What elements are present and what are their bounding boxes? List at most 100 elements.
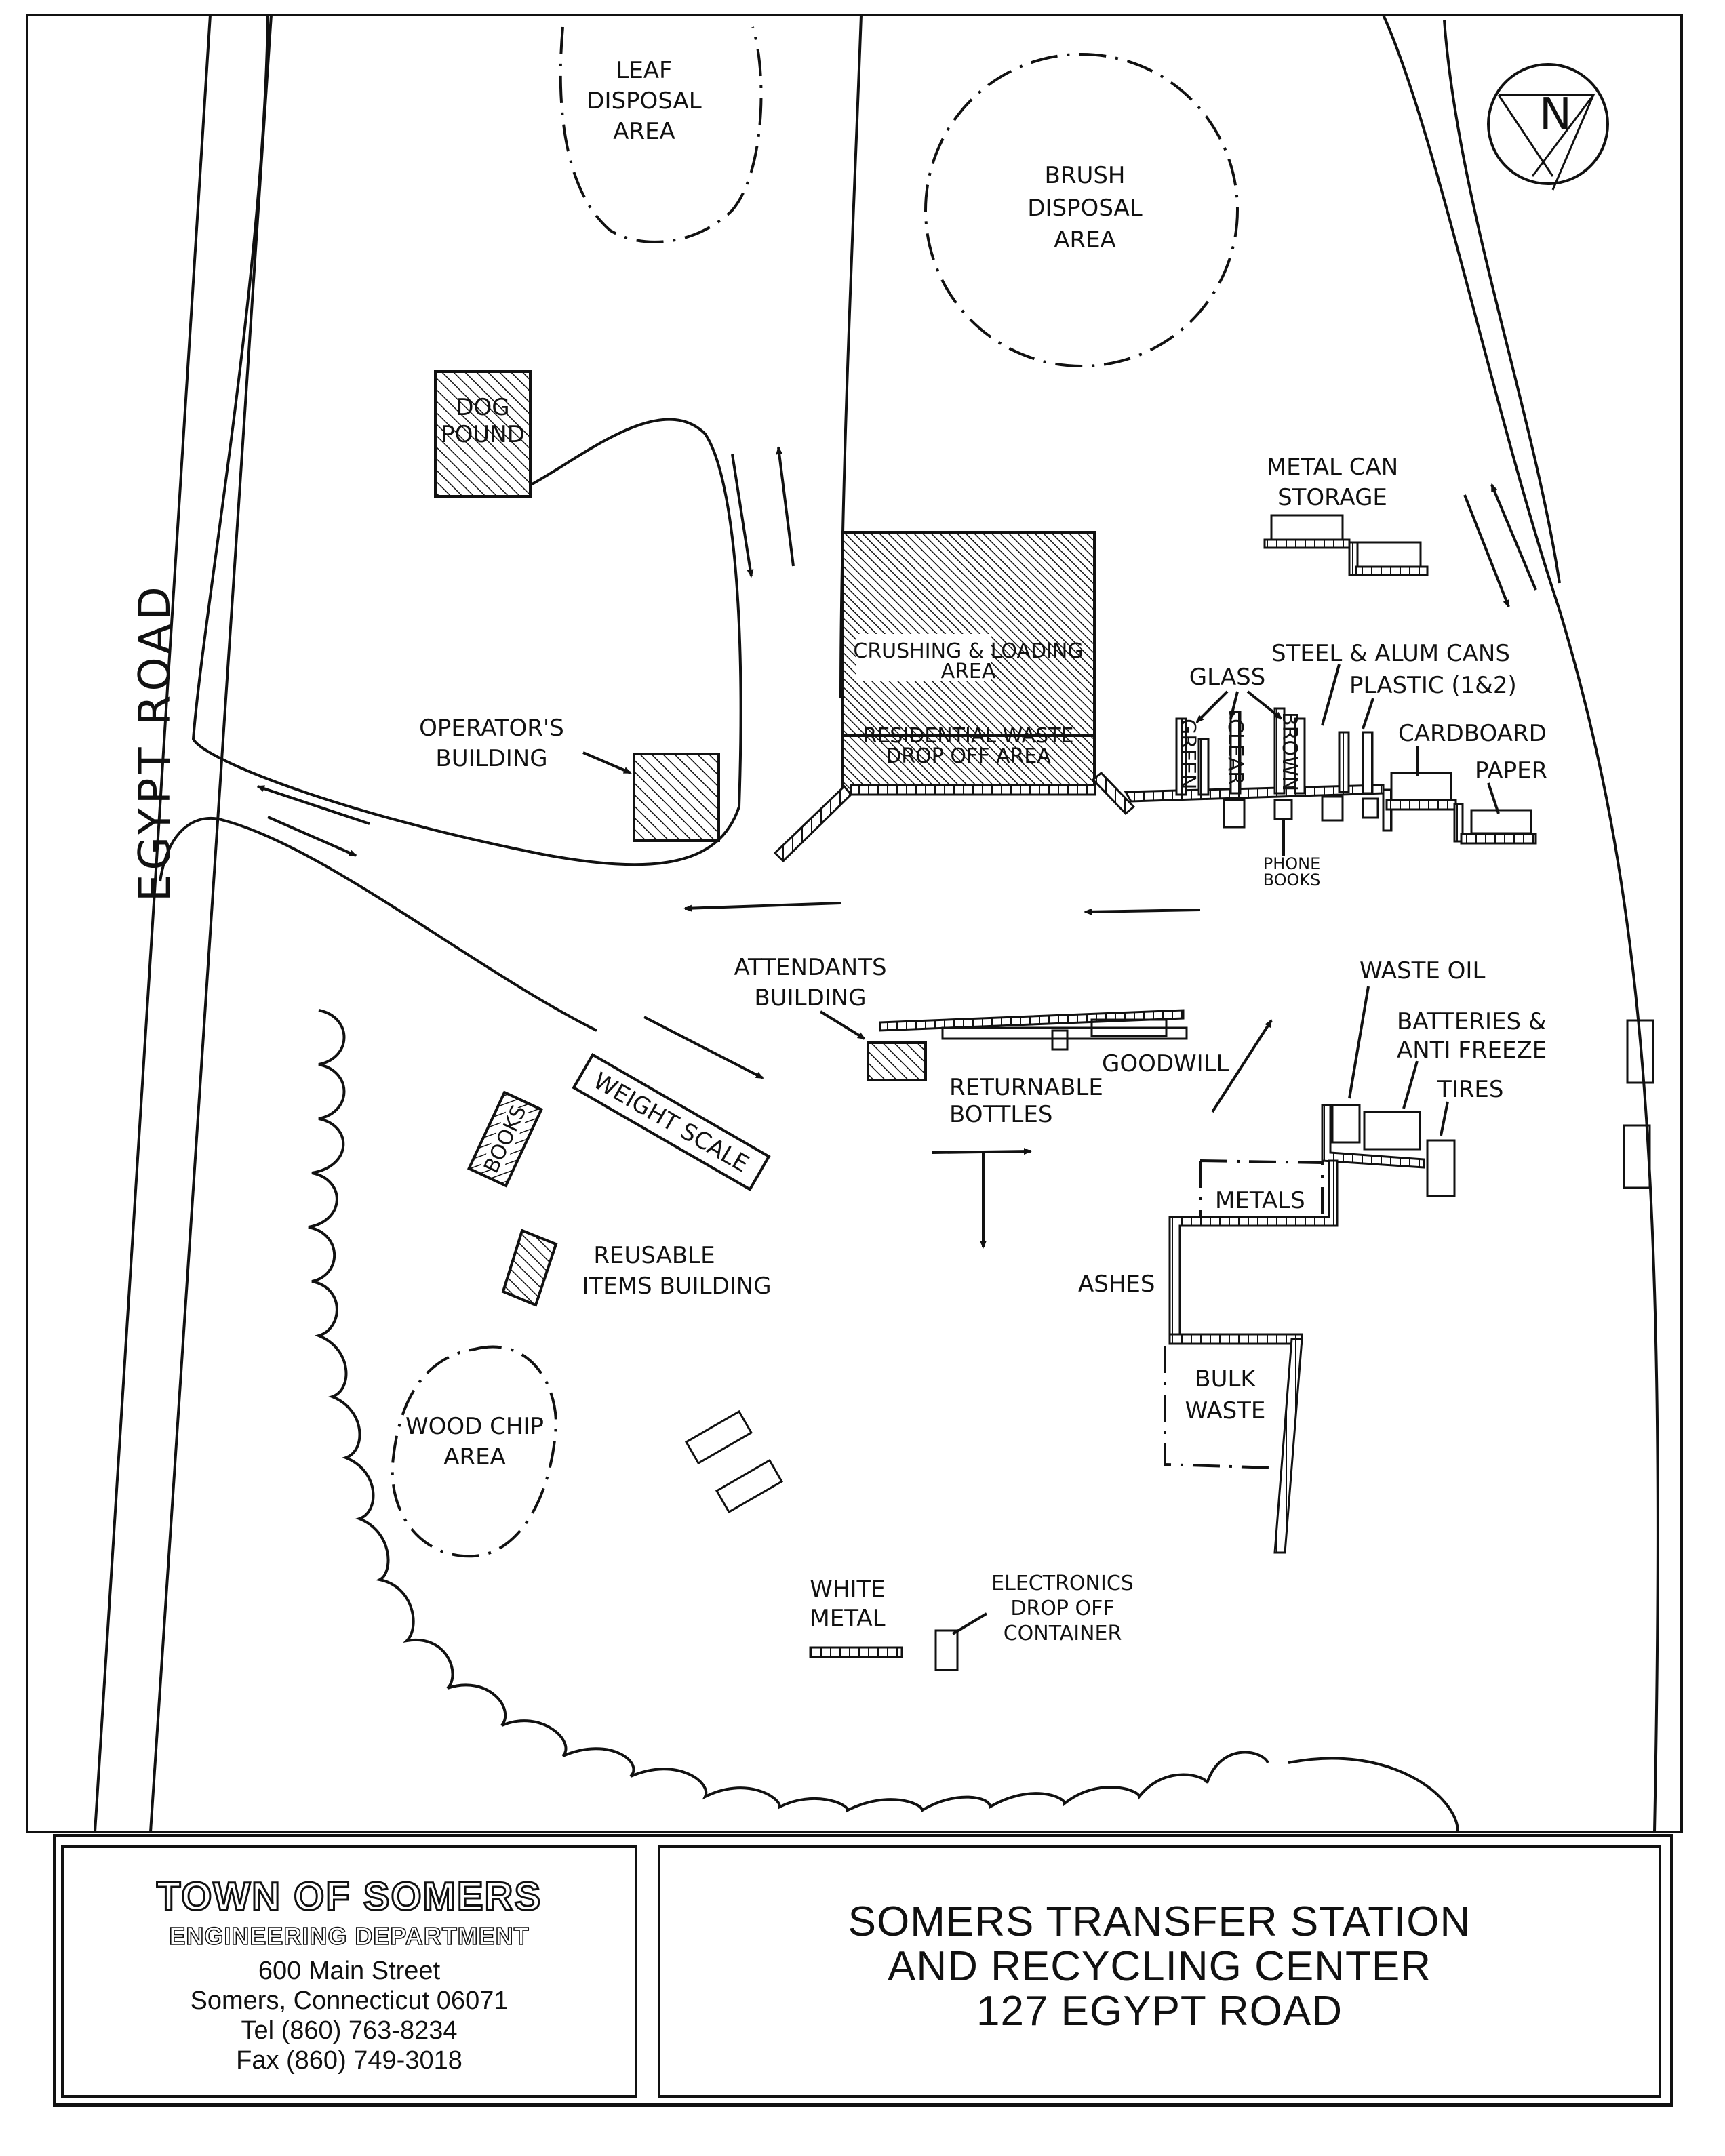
reusable-label-1: REUSABLE	[593, 1242, 715, 1269]
wall-right-diagonal	[1091, 771, 1136, 816]
crushing-label-bg	[856, 634, 991, 681]
leaf-label-2: DISPOSAL	[587, 87, 702, 115]
residential-wall	[850, 784, 1096, 796]
brown-label: BROWN	[1277, 712, 1301, 791]
north-label: N	[1539, 89, 1576, 140]
cardboard-label: CARDBOARD	[1398, 720, 1547, 747]
dog-pound-label-1: DOG	[456, 394, 509, 421]
leaf-label-3: AREA	[613, 118, 675, 145]
waste-oil-label: WASTE OIL	[1360, 957, 1485, 984]
residential-label-2: DROP OFF AREA	[886, 744, 1051, 768]
phone-books-label-1: PHONE	[1263, 854, 1321, 873]
glass-label: GLASS	[1189, 664, 1266, 691]
electronics-label-2: DROP OFF	[1010, 1597, 1114, 1620]
wall-left-diagonal	[773, 784, 853, 863]
traffic-arrow	[1084, 908, 1201, 915]
books-shed: BOOKS	[467, 1090, 544, 1188]
residential-label-1: RESIDENTIAL WASTE	[862, 724, 1073, 748]
traffic-arrow	[1490, 483, 1537, 591]
batteries-label-1: BATTERIES &	[1397, 1008, 1546, 1035]
traffic-arrow	[643, 1016, 764, 1079]
white-metal-label-1: WHITE	[810, 1576, 885, 1603]
attendants-wall	[879, 1009, 1185, 1032]
traffic-arrow	[683, 902, 841, 912]
metal-can-label-2: STORAGE	[1277, 484, 1387, 511]
title-line-2: AND RECYCLING CENTER	[888, 1943, 1431, 1990]
plastic-label: PLASTIC (1&2)	[1349, 672, 1517, 699]
batteries-label-2: ANTI FREEZE	[1397, 1037, 1547, 1064]
dept-name: ENGINEERING DEPARTMENT	[169, 1921, 530, 1951]
crushing-label-2: AREA	[941, 660, 996, 683]
returnable-label-2: BOTTLES	[949, 1101, 1052, 1128]
steel-alum-label: STEEL & ALUM CANS	[1271, 640, 1510, 667]
clear-label: CLEAR	[1223, 719, 1247, 785]
dog-pound-label-2: POUND	[441, 421, 525, 448]
phone-books-label-2: BOOKS	[1263, 871, 1321, 890]
leaf-label-1: LEAF	[616, 57, 672, 84]
green-label: GREEN	[1176, 719, 1199, 789]
map-frame	[26, 14, 1683, 1833]
traffic-arrow	[932, 1148, 1032, 1155]
reusable-items-building	[501, 1229, 558, 1307]
access-road-right-edge	[1382, 14, 1659, 1833]
title-block: SOMERS TRANSFER STATION AND RECYCLING CE…	[658, 1845, 1661, 2098]
operators-label-2: BUILDING	[435, 745, 547, 772]
weight-scale-label: WEIGHT SCALE	[589, 1067, 753, 1178]
title-line-3: 127 EGYPT ROAD	[976, 1988, 1343, 2035]
address-line-2: Somers, Connecticut 06071	[190, 1987, 509, 2015]
wood-chip-label-2: AREA	[443, 1443, 506, 1471]
traffic-arrow	[731, 454, 754, 578]
title-block-frame	[53, 1834, 1673, 2107]
brush-label-1: BRUSH	[1045, 162, 1126, 189]
tires-label: TIRES	[1437, 1076, 1503, 1103]
fax-line: Fax (860) 749-3018	[236, 2046, 462, 2075]
electronics-container	[934, 1629, 959, 1671]
container	[684, 1410, 753, 1465]
metals-label: METALS	[1215, 1187, 1305, 1214]
brush-label-2: DISPOSAL	[1027, 195, 1143, 222]
operators-label-1: OPERATOR'S	[419, 715, 564, 742]
org-name: TOWN OF SOMERS	[155, 1874, 542, 1920]
egypt-road: EGYPT ROAD	[94, 14, 742, 1833]
road-label: EGYPT ROAD	[130, 582, 180, 902]
metal-can-container	[1355, 541, 1422, 570]
access-road-curve	[1443, 20, 1561, 584]
attendants-label-2: BUILDING	[754, 984, 866, 1012]
paper-label: PAPER	[1475, 757, 1547, 784]
electronics-label-1: ELECTRONICS	[991, 1572, 1134, 1595]
bulk-label-2: WASTE	[1185, 1397, 1266, 1424]
title-line-1: SOMERS TRANSFER STATION	[848, 1898, 1471, 1945]
wood-chip-boundary	[391, 1345, 558, 1558]
reusable-label-2: ITEMS BUILDING	[582, 1273, 771, 1300]
brush-disposal-boundary	[924, 53, 1239, 367]
metal-can-container	[1270, 514, 1344, 542]
wood-chip-label-1: WOOD CHIP	[405, 1413, 544, 1440]
bulk-label-1: BULK	[1195, 1365, 1256, 1393]
traffic-arrow	[1463, 494, 1510, 608]
container	[715, 1458, 784, 1514]
address-line-1: 600 Main Street	[258, 1957, 441, 1985]
white-metal-label-2: METAL	[810, 1605, 885, 1632]
returnable-label-1: RETURNABLE	[949, 1074, 1103, 1101]
traffic-arrow	[776, 446, 795, 567]
electronics-label-3: CONTAINER	[1004, 1622, 1122, 1645]
tel-line: Tel (860) 763-8234	[241, 2016, 458, 2045]
leaf-disposal-boundary	[559, 26, 763, 243]
weight-scale: WEIGHT SCALE	[572, 1053, 771, 1191]
attendants-label-1: ATTENDANTS	[734, 954, 886, 981]
north-arrow-icon: N	[1487, 63, 1609, 191]
org-block: TOWN OF SOMERS ENGINEERING DEPARTMENT 60…	[61, 1845, 637, 2098]
tree-line	[308, 1009, 1269, 1813]
crushing-label-1: CRUSHING & LOADING	[853, 639, 1083, 663]
brush-label-3: AREA	[1054, 226, 1116, 254]
operators-pointer	[582, 751, 632, 774]
bottom-right-curve	[1288, 1757, 1459, 1833]
recycling-bins	[1124, 707, 1537, 845]
white-metal-wall	[809, 1646, 903, 1658]
goodwill-label: GOODWILL	[1102, 1050, 1229, 1077]
traffic-arrow	[1211, 1019, 1273, 1113]
traffic-arrow	[256, 785, 370, 825]
metal-can-label-1: METAL CAN	[1267, 454, 1398, 481]
traffic-arrow	[267, 816, 357, 857]
